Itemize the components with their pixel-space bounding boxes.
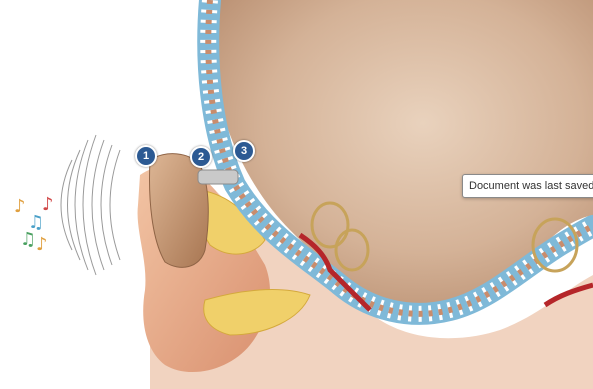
svg-text:♪: ♪ bbox=[14, 196, 26, 217]
sound-waves bbox=[61, 135, 120, 275]
hearing-aid-tube bbox=[198, 170, 238, 184]
svg-text:♪: ♪ bbox=[42, 194, 54, 215]
marker-3[interactable]: 3 bbox=[233, 140, 255, 162]
marker-1[interactable]: 1 bbox=[135, 145, 157, 167]
svg-text:♫: ♫ bbox=[20, 229, 36, 250]
save-status-tooltip: Document was last saved bbox=[462, 174, 593, 198]
svg-text:♪: ♪ bbox=[36, 234, 48, 255]
music-notes-icon: ♪ ♫ ♪ ♫ ♪ bbox=[14, 194, 54, 255]
marker-2[interactable]: 2 bbox=[190, 146, 212, 168]
